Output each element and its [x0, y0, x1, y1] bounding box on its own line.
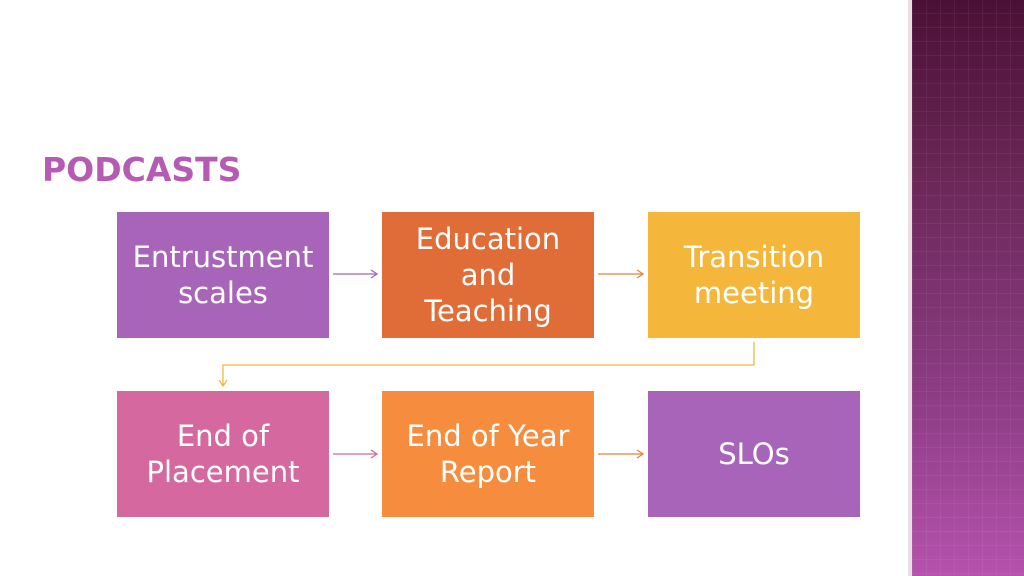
arrow-education-to-transition: [598, 269, 645, 279]
flow-step-entrustment-scales: Entrustment scales: [117, 212, 329, 338]
arrow-end-of-placement-to-end-of-year: [333, 449, 379, 459]
flow-step-end-of-placement: End of Placement: [117, 391, 329, 517]
arrow-end-of-year-to-slos: [598, 449, 645, 459]
arrow-transition-to-end-of-placement: [218, 342, 755, 388]
slide-title: PODCASTS: [42, 150, 242, 189]
flow-step-slos: SLOs: [648, 391, 860, 517]
side-panel-edge: [908, 0, 912, 576]
decorative-side-panel: [912, 0, 1024, 576]
flow-step-education-and-teaching: Education and Teaching: [382, 212, 594, 338]
flow-step-end-of-year-report: End of Year Report: [382, 391, 594, 517]
flow-step-transition-meeting: Transition meeting: [648, 212, 860, 338]
arrow-entrustment-to-education: [333, 269, 379, 279]
